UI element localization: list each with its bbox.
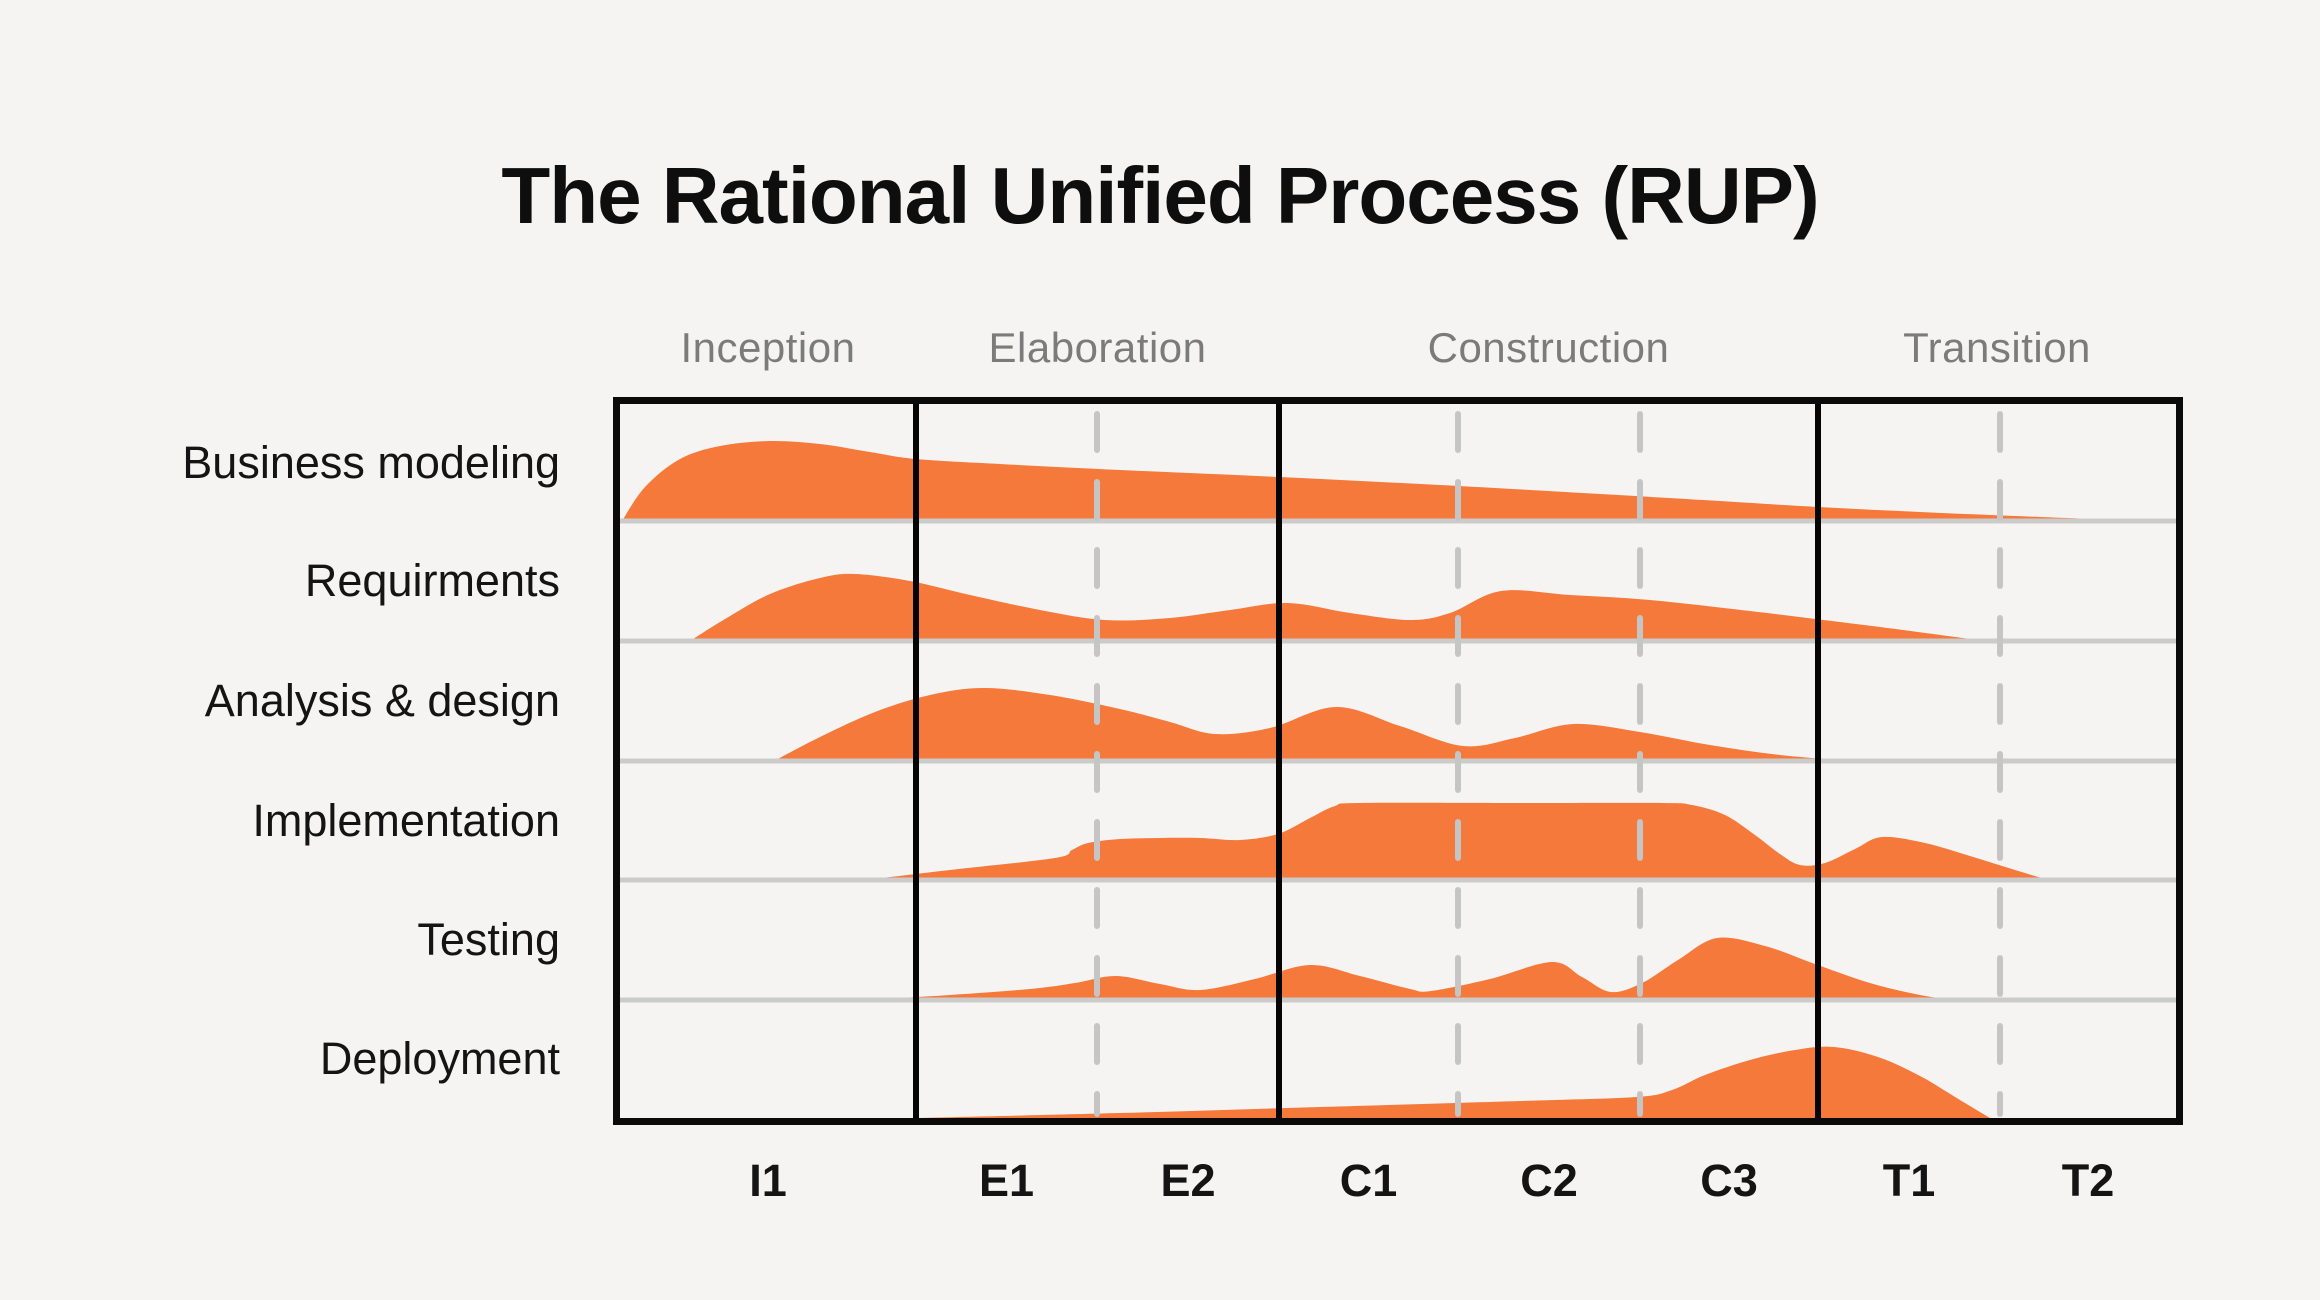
iteration-label-t2: T2 [2061, 1155, 2115, 1206]
discipline-label-3: Implementation [252, 794, 560, 846]
phase-label-elaboration: Elaboration [988, 324, 1207, 371]
discipline-label-2: Analysis & design [204, 675, 560, 726]
discipline-label-0: Business modeling [182, 436, 560, 488]
effort-area-0 [622, 440, 2150, 521]
chart-area [613, 397, 2183, 1125]
phase-label-construction: Construction [1427, 324, 1670, 371]
discipline-label-5: Deployment [319, 1033, 560, 1084]
effort-area-1 [690, 573, 1985, 641]
discipline-label-4: Testing [417, 914, 560, 965]
discipline-label-1: Requirments [304, 555, 560, 606]
iteration-label-c1: C1 [1339, 1155, 1398, 1206]
effort-area-4 [868, 937, 1955, 1000]
iteration-label-i1: I1 [749, 1155, 787, 1206]
iteration-label-c2: C2 [1520, 1155, 1578, 1206]
effort-area-2 [774, 688, 1852, 761]
iteration-label-c3: C3 [1700, 1155, 1758, 1206]
phase-label-transition: Transition [1903, 324, 2091, 371]
iteration-label-t1: T1 [1882, 1155, 1936, 1206]
effort-area-5 [916, 1046, 1990, 1118]
iteration-label-e1: E1 [978, 1155, 1035, 1206]
phase-label-inception: Inception [680, 324, 856, 371]
rup-hump-chart [620, 404, 2176, 1118]
page-title: The Rational Unified Process (RUP) [501, 151, 1819, 240]
iteration-label-e2: E2 [1160, 1155, 1216, 1206]
